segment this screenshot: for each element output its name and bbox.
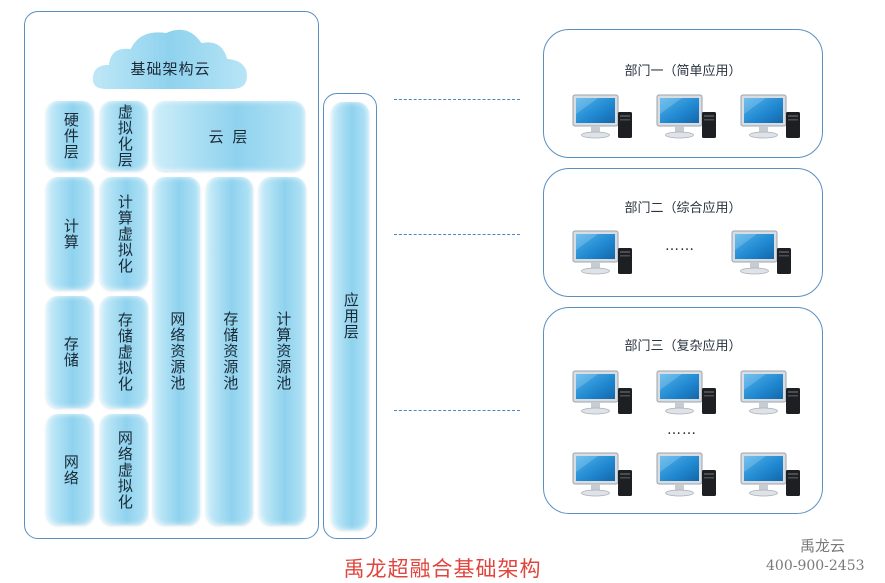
computer-icon	[572, 452, 634, 498]
computer-icon	[740, 94, 802, 140]
compute-resource-pool-block: 计算资源池	[259, 177, 306, 525]
app-layer-label: 应用层	[341, 292, 360, 340]
department-3-title: 部门三（复杂应用）	[624, 339, 742, 354]
virtualization-layer-label: 虚拟化层	[115, 104, 134, 168]
computer-icon	[572, 230, 634, 276]
hardware-layer-block: 硬件层	[46, 101, 94, 171]
connector-dept-2	[394, 234, 520, 235]
cloud-label: 基础架构云	[130, 60, 211, 78]
hardware-compute-block: 计算	[46, 177, 94, 290]
hardware-storage-label: 存储	[61, 336, 80, 368]
virtualization-layer-block: 虚拟化层	[100, 101, 148, 171]
app-layer-block: 应用层	[331, 102, 369, 530]
computer-icon	[731, 230, 793, 276]
network-resource-pool-label: 网络资源池	[168, 311, 187, 391]
storage-resource-pool-label: 存储资源池	[221, 311, 240, 391]
storage-resource-pool-block: 存储资源池	[206, 177, 253, 525]
computer-icon	[740, 452, 802, 498]
department-2-ellipsis: ……	[665, 238, 695, 254]
computer-icon	[656, 452, 718, 498]
watermark-phone: 400-900-2453	[766, 558, 865, 574]
diagram-caption: 禹龙超融合基础架构	[343, 557, 542, 581]
cloud-layer-label: 云 层	[208, 127, 250, 146]
department-3-ellipsis: ……	[667, 422, 697, 438]
hardware-layer-label: 硬件层	[61, 112, 80, 160]
storage-virtualization-block: 存储虚拟化	[100, 296, 148, 408]
computer-icon	[656, 370, 718, 416]
hardware-storage-block: 存储	[46, 296, 94, 408]
compute-virtualization-block: 计算虚拟化	[100, 177, 148, 290]
hardware-compute-label: 计算	[61, 217, 80, 250]
computer-icon	[572, 94, 634, 140]
compute-resource-pool-label: 计算资源池	[274, 311, 293, 391]
connector-dept-1	[394, 99, 520, 100]
cloud-shape	[90, 27, 250, 91]
hardware-network-label: 网络	[61, 453, 80, 486]
network-virtualization-block: 网络虚拟化	[100, 414, 148, 525]
department-1-title: 部门一（简单应用）	[624, 64, 742, 79]
connector-dept-3	[394, 410, 520, 411]
network-virtualization-label: 网络虚拟化	[115, 429, 134, 510]
computer-icon	[656, 94, 718, 140]
computer-icon	[740, 370, 802, 416]
hardware-network-block: 网络	[46, 414, 94, 525]
compute-virtualization-label: 计算虚拟化	[115, 193, 134, 274]
storage-virtualization-label: 存储虚拟化	[115, 312, 134, 392]
network-resource-pool-block: 网络资源池	[153, 177, 200, 525]
watermark-brand: 禹龙云	[800, 537, 846, 555]
department-2-title: 部门二（综合应用）	[624, 201, 742, 216]
cloud-layer-block: 云 层	[153, 101, 305, 171]
computer-icon	[572, 370, 634, 416]
